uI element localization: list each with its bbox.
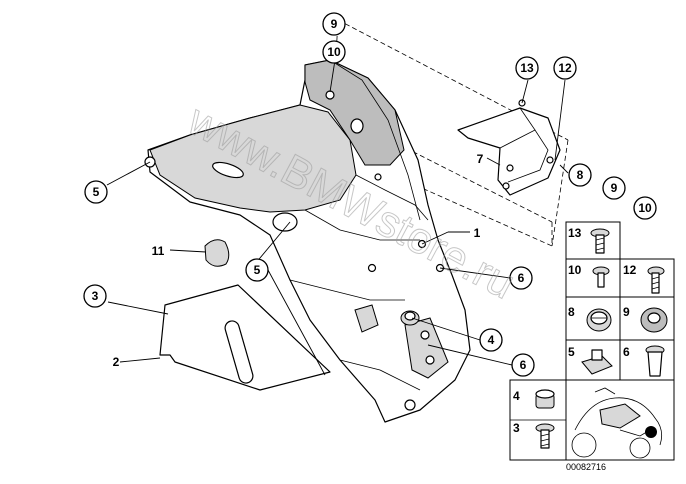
callout-10-top: 10 (322, 40, 346, 64)
callout-6-top: 6 (509, 266, 533, 290)
svg-text:1: 1 (474, 226, 481, 240)
svg-text:3: 3 (92, 289, 99, 303)
grid-label-4: 4 (513, 389, 520, 403)
tray-part (159, 284, 331, 391)
cover-cap (204, 239, 230, 267)
callout-10-right: 10 (633, 196, 657, 220)
grid-label-12: 12 (623, 263, 637, 277)
clip-nut-5-icon (581, 349, 613, 375)
callout-4: 4 (479, 328, 503, 352)
label-1: 1 (448, 226, 481, 240)
screw-13-icon (590, 228, 610, 254)
rear-mudguard (144, 59, 471, 423)
screw-10-icon (592, 266, 610, 288)
svg-text:5: 5 (254, 263, 261, 277)
svg-text:2: 2 (113, 355, 120, 369)
svg-text:13: 13 (520, 61, 534, 75)
rubber-ring-9-icon (640, 307, 668, 333)
callout-8: 8 (568, 163, 592, 187)
svg-text:5: 5 (93, 185, 100, 199)
svg-text:12: 12 (558, 61, 572, 75)
callout-6-bottom: 6 (511, 353, 535, 377)
label-11: 11 (152, 244, 165, 258)
callout-5-mid: 5 (245, 258, 269, 282)
grid-label-5: 5 (568, 345, 575, 359)
label-7: 7 (477, 152, 484, 166)
bracket (457, 99, 561, 196)
callout-3: 3 (83, 284, 107, 308)
motorcycle-thumbnail (571, 387, 663, 459)
screw-3-icon (535, 423, 555, 449)
bushing-4-icon (535, 389, 555, 409)
callout-9-top: 9 (322, 12, 346, 36)
grid-label-10: 10 (568, 263, 582, 277)
reference-number: 00082716 (566, 462, 606, 472)
plug-6-icon (645, 345, 665, 377)
screw-12-icon (647, 266, 665, 294)
svg-text:9: 9 (611, 181, 618, 195)
svg-text:4: 4 (488, 333, 495, 347)
grid-label-3: 3 (513, 421, 520, 435)
grid-label-9: 9 (623, 305, 630, 319)
location-marker-icon (645, 426, 657, 438)
svg-text:8: 8 (577, 168, 584, 182)
grid-label-8: 8 (568, 305, 575, 319)
label-2: 2 (113, 355, 120, 369)
svg-text:7: 7 (477, 152, 484, 166)
grid-label-6: 6 (623, 345, 630, 359)
grid-label-13: 13 (568, 226, 582, 240)
svg-text:10: 10 (327, 45, 341, 59)
callout-13: 13 (515, 56, 539, 80)
callout-9-right: 9 (602, 176, 626, 200)
callout-12: 12 (553, 56, 577, 80)
nut-part (400, 310, 420, 326)
callout-5-left: 5 (84, 180, 108, 204)
svg-text:6: 6 (520, 358, 527, 372)
svg-text:10: 10 (638, 201, 652, 215)
svg-text:6: 6 (518, 271, 525, 285)
svg-text:11: 11 (152, 244, 165, 258)
grommet-8-icon (586, 308, 612, 332)
leader-lines (106, 59, 569, 376)
svg-text:9: 9 (331, 17, 338, 31)
parts-grid: 13 10 12 8 9 5 6 4 3 (509, 221, 675, 461)
